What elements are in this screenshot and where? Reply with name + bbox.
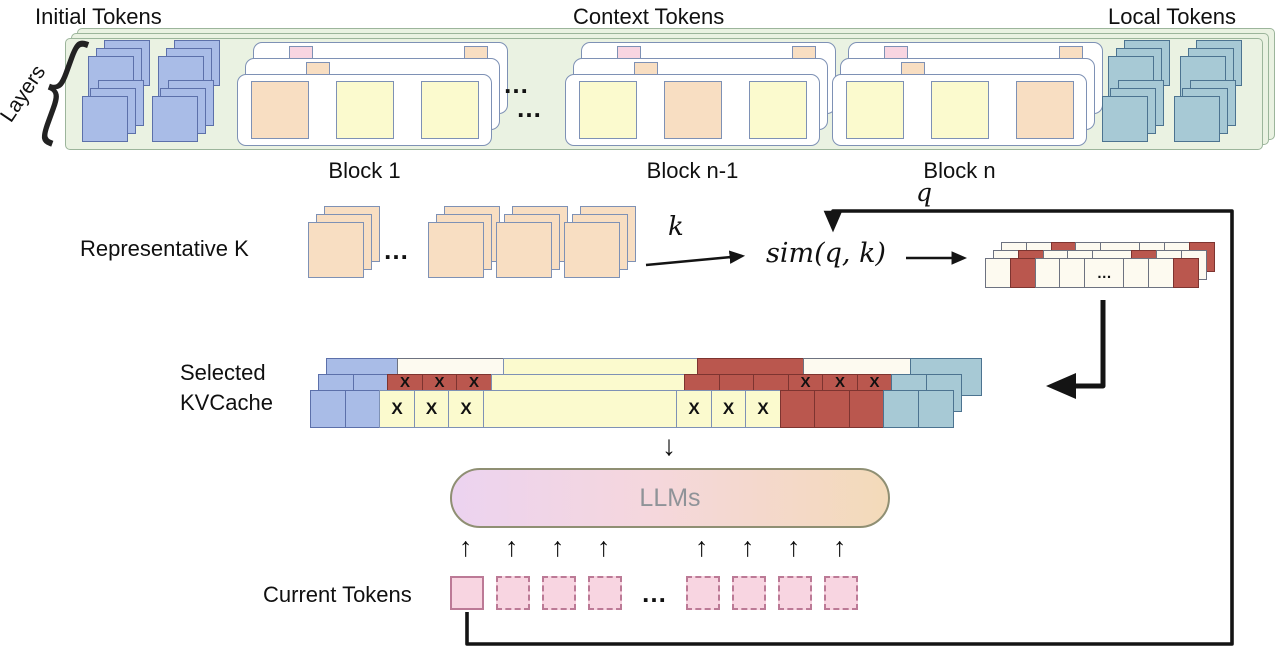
future-token xyxy=(588,576,622,610)
block-n-label: Block n xyxy=(923,158,996,183)
k-arrow xyxy=(645,250,746,267)
local-token xyxy=(1174,96,1220,142)
up-arrow-icon: ↑ xyxy=(741,532,755,562)
representative-key xyxy=(564,222,620,278)
representative-key xyxy=(308,222,364,278)
block-gap-dots: … xyxy=(516,93,544,123)
up-arrow-icon: ↑ xyxy=(695,532,709,562)
up-arrow-icon: ↑ xyxy=(787,532,801,562)
current-tokens-label: Current Tokens xyxy=(263,582,412,607)
token-cell xyxy=(917,390,954,428)
context-token xyxy=(846,81,904,139)
local-tokens-label: Local Tokens xyxy=(1108,4,1237,29)
block-front-sheet xyxy=(565,74,820,146)
context-token xyxy=(749,81,807,139)
current-token xyxy=(450,576,484,610)
down-arrow-icon: ↓ xyxy=(662,430,676,461)
up-arrow-icon: ↑ xyxy=(459,532,473,562)
initial-token xyxy=(82,96,128,142)
token-cell: X xyxy=(710,390,747,428)
selected-kvcache-label-line1: Selected xyxy=(180,360,266,385)
token-cell xyxy=(1123,258,1150,288)
result-strip-front: … xyxy=(985,258,1199,288)
context-token xyxy=(664,81,722,139)
context-token xyxy=(251,81,309,139)
llms-pill: LLMs xyxy=(450,468,890,528)
representative-key xyxy=(428,222,484,278)
block-token-row xyxy=(833,75,1086,145)
current-tokens-row: … xyxy=(450,576,858,610)
block-1-label: Block 1 xyxy=(328,158,401,183)
token-cell xyxy=(1172,258,1199,288)
context-token xyxy=(931,81,989,139)
token-cell xyxy=(1009,258,1036,288)
k-label: k xyxy=(668,212,684,242)
up-arrow-icon: ↑ xyxy=(833,532,847,562)
future-token xyxy=(542,576,576,610)
initial-tokens-label: Initial Tokens xyxy=(35,4,162,29)
context-token xyxy=(336,81,394,139)
up-arrow-icon: ↑ xyxy=(551,532,565,562)
block-gap-dots: … xyxy=(503,69,531,99)
block-front-sheet xyxy=(832,74,1087,146)
initial-token xyxy=(152,96,198,142)
local-token xyxy=(1102,96,1148,142)
sim-label: sim(q, k) xyxy=(766,238,886,269)
future-token xyxy=(496,576,530,610)
token-cell: X xyxy=(745,390,781,428)
q-label: q xyxy=(916,178,933,207)
token-cell xyxy=(883,390,919,428)
context-tokens-label: Context Tokens xyxy=(573,4,725,29)
selected-kvcache-label-line2: KVCache xyxy=(180,390,273,415)
representative-key xyxy=(496,222,552,278)
representative-k-label: Representative K xyxy=(80,236,249,261)
future-token xyxy=(732,576,766,610)
token-cell xyxy=(1059,258,1086,288)
token-cell xyxy=(344,390,381,428)
token-cell xyxy=(482,390,678,428)
token-cell xyxy=(1034,258,1061,288)
token-cell xyxy=(848,390,885,428)
future-token xyxy=(824,576,858,610)
token-cell: X xyxy=(676,390,712,428)
token-cell xyxy=(985,258,1011,288)
block-front-sheet xyxy=(237,74,492,146)
up-arrow-icon: ↑ xyxy=(505,532,519,562)
token-cell xyxy=(779,390,816,428)
result-to-kvcache-arrow xyxy=(1046,300,1106,399)
token-cell xyxy=(814,390,850,428)
up-arrow-icon: ↑ xyxy=(597,532,611,562)
ellipsis: … xyxy=(1084,258,1125,288)
block-n1-label: Block n-1 xyxy=(646,158,739,183)
context-block-n xyxy=(832,0,1103,146)
block-token-row xyxy=(566,75,819,145)
rep-k-dots: … xyxy=(383,235,411,265)
block-token-row xyxy=(238,75,491,145)
context-token xyxy=(1016,81,1074,139)
token-cell xyxy=(1147,258,1174,288)
future-token xyxy=(686,576,720,610)
ellipsis: … xyxy=(641,577,667,608)
context-block-n1 xyxy=(565,0,836,146)
future-token xyxy=(778,576,812,610)
context-token xyxy=(579,81,637,139)
token-cell xyxy=(310,390,346,428)
llms-label: LLMs xyxy=(639,483,701,512)
token-cell: X xyxy=(379,390,415,428)
token-cell: X xyxy=(413,390,450,428)
context-block-1 xyxy=(237,0,508,146)
token-cell: X xyxy=(448,390,484,428)
context-token xyxy=(421,81,479,139)
